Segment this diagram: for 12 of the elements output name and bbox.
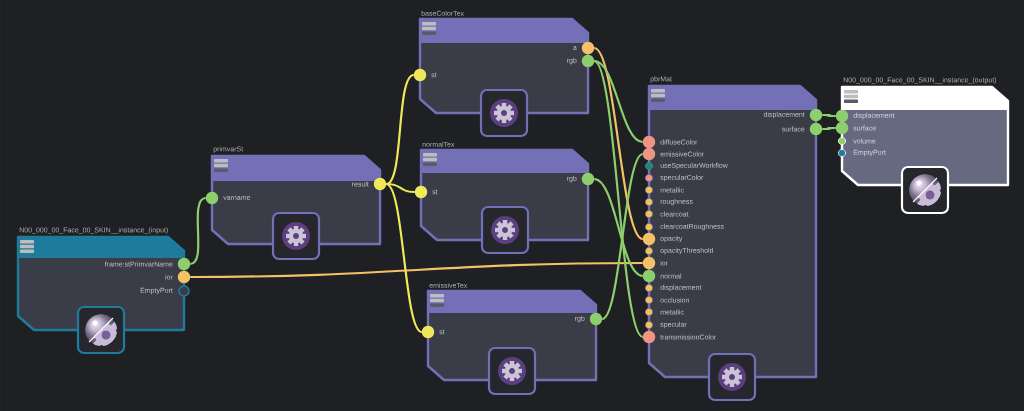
connector: [822, 126, 836, 131]
connector: [386, 182, 415, 194]
connector: [601, 153, 644, 320]
connector: [593, 59, 644, 144]
connector: [189, 196, 207, 266]
connector: [385, 74, 415, 185]
connector: [593, 47, 644, 240]
connector: [593, 60, 644, 338]
connector: [593, 177, 644, 278]
connector: [822, 113, 836, 118]
connector: [190, 261, 643, 279]
connector: [385, 183, 423, 333]
